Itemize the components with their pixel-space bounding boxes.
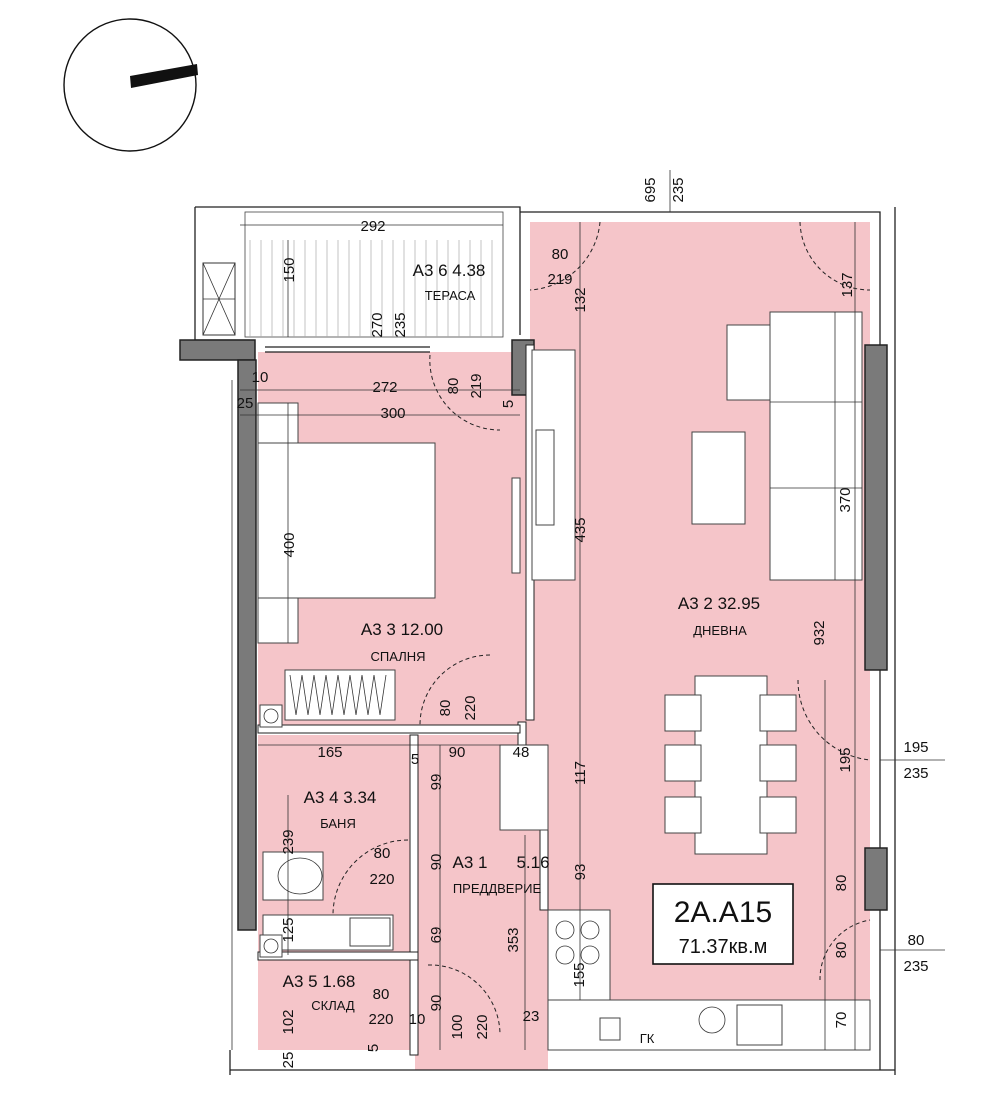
dim-272: 272 [372,379,397,396]
bath-number: A3 4 3.34 [304,788,377,807]
dim-235-top: 235 [670,177,687,202]
dim-99: 99 [428,774,445,791]
storage-name: СКЛАД [311,998,355,1013]
hall-area: 5.16 [516,853,549,872]
dim-195-in: 195 [837,747,854,772]
dim-90-hall2: 90 [428,854,445,871]
terrace-name: ТЕРАСА [425,288,476,303]
dim-220-stor: 220 [368,1011,393,1028]
dim-25-b: 25 [280,1052,297,1069]
dim-195-out: 195 [903,739,928,756]
dim-300: 300 [380,405,405,422]
dim-93: 93 [572,864,589,881]
dim-155: 155 [571,962,588,987]
dim-102: 102 [280,1009,297,1034]
storage-number: A3 5 1.68 [283,972,356,991]
dim-80-r: 80 [833,875,850,892]
dim-165: 165 [317,744,342,761]
dim-10-stor: 10 [409,1011,426,1028]
dim-100: 100 [449,1014,466,1039]
room-labels: A3 6 4.38 ТЕРАСА A3 2 32.95 ДНЕВНА A3 3 … [283,261,761,1046]
terrace [202,211,504,353]
bath-fixtures [259,704,394,958]
dim-70: 70 [833,1012,850,1029]
dim-695: 695 [642,177,659,202]
dim-5-b: 5 [365,1044,382,1052]
dim-270: 270 [369,312,386,337]
dim-219-bed: 219 [468,373,485,398]
dim-117: 117 [572,761,589,785]
unit-area: 71.37кв.м [679,936,768,958]
dim-932: 932 [811,620,828,645]
dim-150: 150 [281,257,298,282]
dim-137: 137 [839,272,856,297]
dim-353: 353 [505,927,522,952]
dim-80-liv: 80 [552,246,569,263]
dim-80-stor: 80 [373,986,390,1003]
dim-90: 90 [449,744,466,761]
walls [179,339,888,1056]
dim-220-bath: 220 [369,871,394,888]
living-number: A3 2 32.95 [678,594,760,613]
dim-25: 25 [237,395,254,412]
bedroom-name: СПАЛНЯ [371,649,426,664]
dim-10-bed: 10 [252,369,269,386]
dim-239: 239 [280,829,297,854]
terrace-decking [249,240,493,337]
dim-69: 69 [428,927,445,944]
dimension-texts: 292 272 300 10 25 80 219 165 5 90 48 80 … [237,218,929,1028]
dim-80-bath: 80 [374,845,391,862]
dim-48: 48 [513,744,530,761]
dim-435: 435 [572,517,589,542]
dim-220-bdoor: 220 [462,695,479,720]
dim-5-bed: 5 [500,400,517,408]
north-arrow [63,18,198,152]
dim-235-ter: 235 [392,312,409,337]
dim-80-out: 80 [908,932,925,949]
dim-400: 400 [281,532,298,557]
terrace-number: A3 6 4.38 [413,261,486,280]
dim-5-hall: 5 [411,751,419,768]
dim-80-r2: 80 [833,942,850,959]
dim-220-ent: 220 [474,1014,491,1039]
unit-badge: 2A.A15 71.37кв.м [652,883,794,965]
dim-125: 125 [280,917,297,942]
dim-132: 132 [572,287,589,312]
dimension-lines [240,170,945,1050]
bedroom-number: A3 3 12.00 [361,620,443,639]
bath-name: БАНЯ [320,816,356,831]
door-swings [332,221,871,1036]
dim-235-r2: 235 [903,958,928,975]
dim-370: 370 [837,487,854,512]
unit-code: 2A.A15 [674,896,772,929]
bedroom-furniture [257,402,521,721]
dim-219-liv: 219 [547,271,572,288]
hall-number: A3 1 [453,853,488,872]
living-name: ДНЕВНА [693,623,747,638]
living-furniture [499,311,863,855]
dim-80-bdoor: 80 [437,700,454,717]
dim-80-bed: 80 [445,378,462,395]
hall-name: ПРЕДДВЕРИЕ [453,881,542,896]
dim-23: 23 [523,1008,540,1025]
kitchen [547,909,871,1051]
dim-235-r1: 235 [903,765,928,782]
dim-292: 292 [360,218,385,235]
dimension-texts-vertical: 695 235 150 270 235 132 137 80 219 5 400… [280,177,856,1068]
boiler-label: ГК [640,1031,655,1046]
dim-90-stor: 90 [428,995,445,1012]
